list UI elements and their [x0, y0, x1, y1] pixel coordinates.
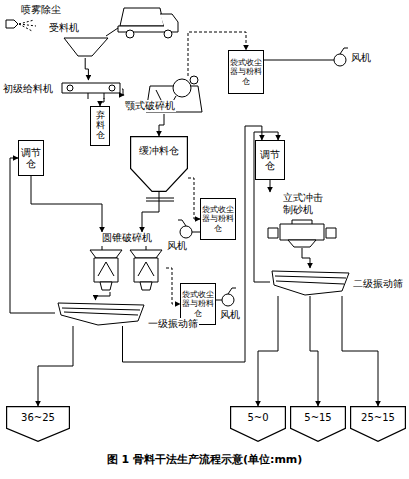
material-flow — [123, 126, 262, 362]
material-flow — [122, 89, 124, 95]
bin-outline — [290, 406, 346, 442]
receiving-hopper — [64, 38, 108, 56]
material-flow — [31, 176, 102, 232]
product-bin: 5~0 — [230, 406, 286, 442]
vibrating-screen — [58, 271, 349, 325]
node-text: 弃料仓 — [96, 111, 105, 141]
node-text: 一级振动筛 — [147, 318, 199, 330]
buffer-hopper: 缓冲料仓 — [130, 136, 188, 192]
primary-screen: 一级振动筛 — [55, 300, 145, 326]
bin-outline — [350, 406, 406, 442]
primary-feeder — [62, 83, 120, 99]
spray-nozzle — [6, 20, 36, 31]
hopper: 受料机 — [48, 22, 110, 58]
node-text: 5~0 — [247, 412, 268, 424]
sand-maker: 立式冲击制砂机 — [262, 192, 342, 248]
fan — [178, 48, 348, 306]
material-flow — [85, 58, 88, 80]
node-text: 调节仓 — [260, 149, 280, 172]
node-text: 二级振动筛 — [352, 278, 404, 290]
material-flow — [10, 158, 55, 313]
node-text: 袋式收尘器与粉料仓 — [230, 58, 262, 86]
product-bin: 25~15 — [350, 406, 406, 442]
node-text: 袋式收尘器与粉料仓 — [182, 290, 214, 318]
node-text: 受料机 — [48, 22, 80, 34]
material-flow — [38, 326, 73, 406]
note-label: 喷雾除尘 — [20, 4, 62, 16]
fan-label: 风机 — [350, 52, 372, 64]
product-bin: 36~25 — [6, 406, 70, 442]
node-text: 调节仓 — [21, 147, 41, 170]
node-text: 36~25 — [21, 412, 55, 424]
dump-truck — [106, 8, 178, 38]
material-flow — [96, 292, 111, 300]
bin-outline — [6, 406, 70, 442]
material-flow — [342, 296, 378, 406]
dust-duct — [166, 268, 180, 304]
dust-duct — [188, 178, 200, 219]
feeder: 初级给料机 — [2, 80, 122, 98]
node-text: 颚式破碎机 — [124, 100, 176, 112]
reject-bin: 弃料仓 — [90, 106, 110, 146]
belt-feeder — [146, 198, 174, 201]
node-text: 初级给料机 — [2, 83, 54, 95]
cone-crusher — [90, 246, 162, 290]
fan-label: 风机 — [219, 309, 241, 321]
material-flow — [258, 296, 278, 406]
material-flow — [270, 180, 271, 192]
node-text: 袋式收尘器与粉料仓 — [202, 205, 234, 233]
fan-label: 风机 — [166, 240, 188, 252]
bin-outline — [230, 406, 286, 442]
product-bin: 5~15 — [290, 406, 346, 442]
vsi-sand-maker — [268, 220, 336, 247]
cone-crusher: 圆锥破碎机 — [86, 232, 166, 292]
jaw-crusher: 颚式破碎机 — [124, 76, 204, 114]
node-text: 立式冲击制砂机 — [282, 192, 328, 215]
surge-bin: 调节仓 — [255, 140, 285, 180]
surge-bin: 调节仓 — [18, 140, 44, 176]
dust-collector: 袋式收尘器与粉料仓 — [228, 50, 264, 94]
dust-collector: 袋式收尘器与粉料仓 — [200, 198, 236, 240]
figure-caption: 图 1 骨料干法生产流程示意(单位:mm) — [0, 452, 409, 467]
node-text: 缓冲料仓 — [139, 145, 179, 157]
material-flow — [302, 248, 310, 268]
material-flow — [159, 114, 164, 136]
hopper-outline — [130, 136, 188, 192]
node-text: 25~15 — [361, 412, 395, 424]
node-text: 5~15 — [304, 412, 331, 424]
secondary-screen: 二级振动筛 — [270, 268, 350, 296]
material-flow — [100, 98, 104, 106]
material-flow — [310, 296, 318, 406]
material-flow — [142, 192, 159, 232]
node-text: 圆锥破碎机 — [101, 232, 153, 244]
